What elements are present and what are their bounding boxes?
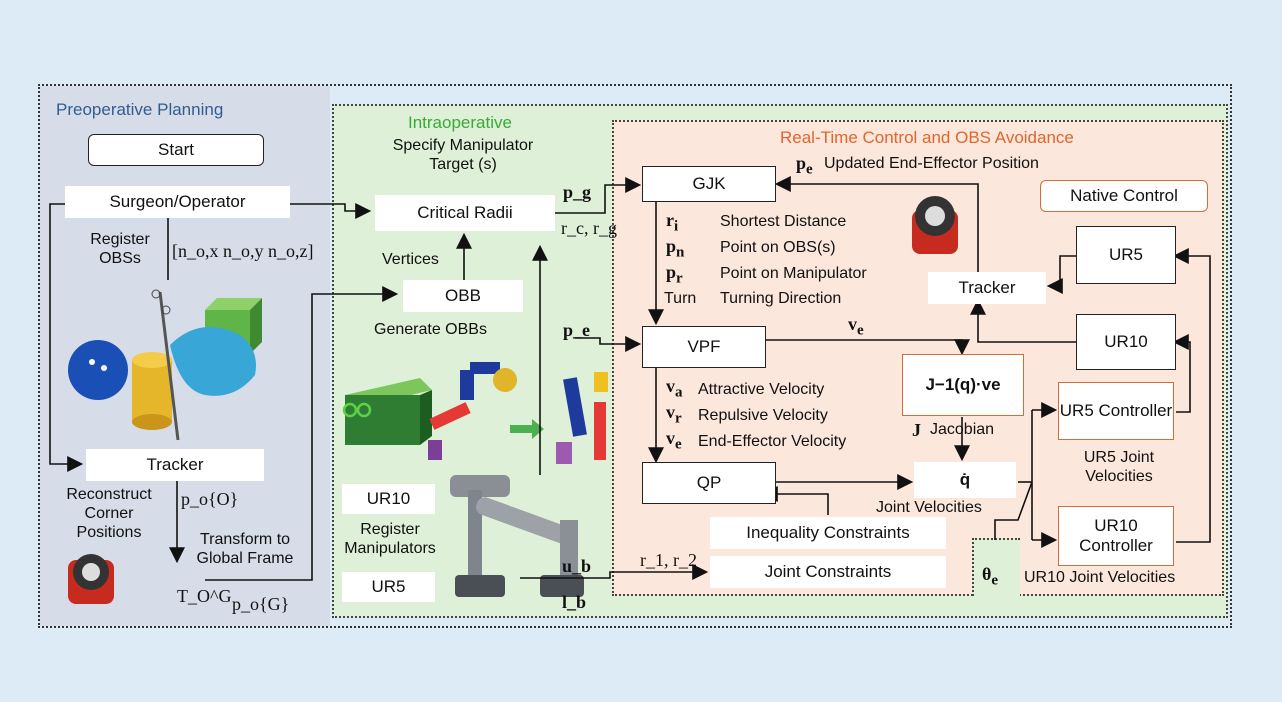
vr-label: Repulsive Velocity [698,407,828,424]
vr-symbol: vr [666,402,682,427]
obb-box: OBB [403,280,523,312]
pr-symbol: pr [666,262,683,287]
r1-r2-label: r_1, r_2 [640,550,697,570]
ve-top-label: ve [848,314,864,339]
T-OG-label: T_O^G [177,586,232,606]
rt-title: Real-Time Control and OBS Avoidance [780,128,1074,147]
critical-radii-box: Critical Radii [375,195,555,231]
gjk-box: GJK [642,166,776,202]
generate-obbs-label: Generate OBBs [374,321,487,338]
pn-symbol: pn [666,236,685,261]
block-model-illustration [556,372,608,464]
ur10-joint-velocities-label: UR10 Joint Velocities [1024,569,1176,586]
va-label: Attractive Velocity [698,381,825,398]
pg-label: p_g [563,182,592,202]
specify-target-label: Specify Manipulator Target (s) [392,137,534,174]
ri-symbol: ri [666,210,679,235]
joint-velocities-label: Joint Velocities [876,499,982,516]
pr-label: Point on Manipulator [720,265,867,282]
j-label: Jacobian [930,421,995,438]
tracker-left-box: Tracker [86,449,264,481]
qdot-box: q̇ [914,462,1016,498]
lb-label: l_b [562,592,587,612]
camera-illustration-right [912,196,958,254]
preop-title: Preoperative Planning [56,100,224,119]
vertices-label: Vertices [382,251,439,268]
normals-label: [n_o,x n_o,y n_o,z] [172,241,314,261]
vpf-box: VPF [642,326,766,368]
obb-grid-illustration [342,378,432,445]
ur5-controller-box: UR5 Controller [1058,382,1174,440]
native-control-box: Native Control [1040,180,1208,212]
pe-updated-label: Updated End-Effector Position [824,155,1039,172]
ri-label: Shortest Distance [720,213,847,230]
ub-label: u_b [562,556,592,576]
transform-arrow-illustration [510,419,544,439]
po-G-label: p_o{G} [232,594,290,614]
pe-left-label: p_e [563,320,590,340]
ur10-register-box: UR10 [342,484,435,514]
pe-updated-symbol: pe [796,153,813,178]
transform-label: Transform to Global Frame [196,531,294,568]
turn-symbol: Turn [664,290,697,307]
qp-box: QP [642,462,776,504]
ve-label: End-Effector Velocity [698,433,847,450]
ur5-register-box: UR5 [342,572,435,602]
register-obss-label: Register OBSs [90,231,150,268]
start-box: Start [88,134,264,166]
outer-frame [38,84,1232,628]
j-symbol: J [912,420,921,440]
ur-robot-photo-illustration [450,475,584,597]
ur10-controller-box: UR10 Controller [1058,506,1174,566]
register-manipulators-label: Register Manipulators [344,521,436,558]
theta-e-label: θe [982,564,999,589]
ve-symbol: ve [666,428,682,453]
camera-illustration-left [68,554,114,604]
ur5-right-box: UR5 [1076,226,1176,284]
joint-constraints-box: Joint Constraints [710,556,946,588]
tracker-right-box: Tracker [928,272,1046,304]
theta-notch [972,538,1020,596]
jacobian-inverse-box: J−1(q)·ve [902,354,1024,416]
surgeon-box: Surgeon/Operator [65,186,290,218]
ur5-joint-velocities-label: UR5 Joint Velocities [1083,449,1155,486]
manipulator-model-illustration [428,362,517,460]
turn-label: Turning Direction [720,290,842,307]
rc-rg-label: r_c, r_g [561,218,617,238]
po-O-label: p_o{O} [181,489,239,509]
reconstruct-label: Reconstruct Corner Positions [66,486,152,542]
va-symbol: va [666,376,683,401]
inequality-constraints-box: Inequality Constraints [710,517,946,549]
obstacle-illustration [68,291,262,441]
intra-title: Intraoperative [408,113,512,132]
pn-label: Point on OBS(s) [720,239,836,256]
ur10-right-box: UR10 [1076,314,1176,370]
